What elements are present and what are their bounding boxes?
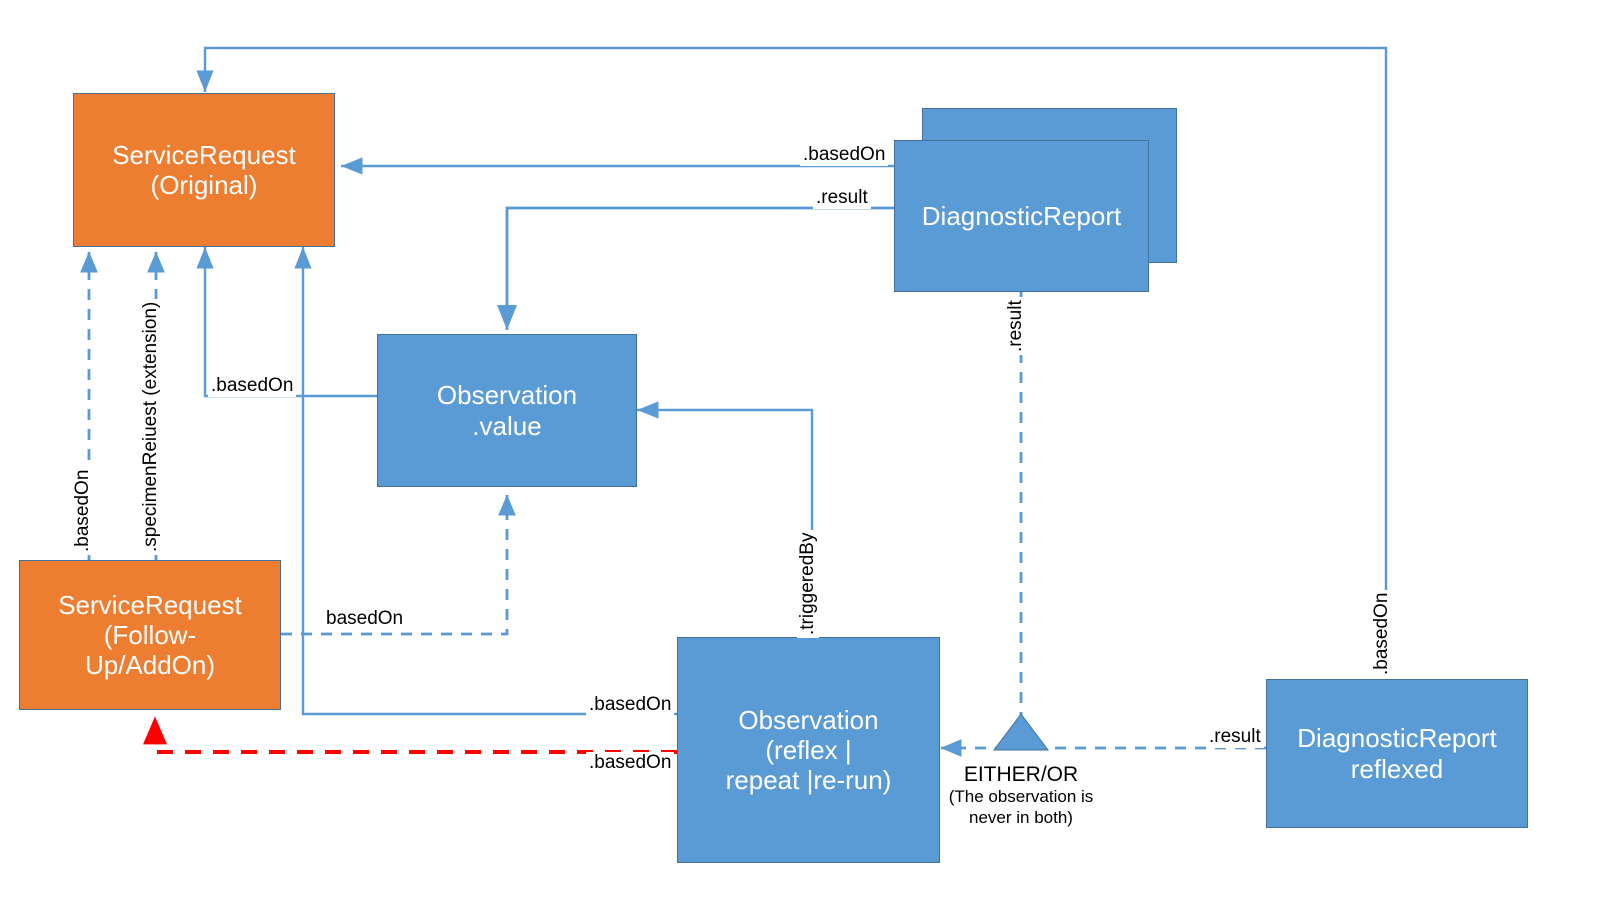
edge-label-sr-basedon-vertical: .basedOn — [72, 466, 94, 555]
edge-label-dr-result-vertical: .result — [1005, 297, 1027, 355]
wire-observation-value-basedon-to-original — [196, 247, 377, 398]
node-observation-value[interactable]: Observation .value — [377, 334, 637, 487]
edge-label-dr-result: .result — [813, 187, 871, 209]
wire-reflex-basedon-to-original — [294, 247, 677, 716]
wire-followup-basedon-to-observation-value — [281, 494, 516, 636]
edge-label-followup-basedon: basedOn — [323, 608, 407, 630]
wire-reflex-basedon-red-dashed — [143, 716, 677, 754]
edge-label-reflexed-result: .result — [1206, 726, 1264, 748]
edge-label-reflexed-basedon-vertical: .basedOn — [1371, 589, 1393, 678]
edge-label-reflex-basedon-red: .basedOn — [586, 752, 675, 774]
node-service-request-followup[interactable]: ServiceRequest (Follow- Up/AddOn) — [19, 560, 281, 710]
wire-dr-result-to-observation-value — [496, 206, 896, 330]
node-service-request-original[interactable]: ServiceRequest (Original) — [73, 93, 335, 247]
edge-label-observation-value-basedon: .basedOn — [208, 375, 297, 397]
either-or-heading: EITHER/OR — [963, 763, 1079, 786]
node-diagnostic-report-reflexed[interactable]: DiagnosticReport reflexed — [1266, 679, 1528, 828]
edge-label-reflex-basedon: .basedOn — [586, 694, 675, 716]
wire-reflex-triggeredby-to-observation-value — [637, 401, 814, 638]
either-or-triangle — [993, 713, 1049, 751]
either-or-line2: never in both) — [969, 807, 1073, 827]
wire-reflexed-basedon-to-original — [196, 46, 1388, 676]
edge-label-sr-specimenrequest-vertical: .specimenReiuest (extension) — [140, 298, 162, 555]
node-diagnostic-report[interactable]: DiagnosticReport — [894, 140, 1149, 292]
either-or-line1: (The observation is — [948, 787, 1094, 807]
edge-label-dr-basedon: .basedOn — [800, 144, 889, 166]
edge-label-triggeredby-vertical: .triggeredBy — [797, 529, 819, 638]
node-observation-reflex[interactable]: Observation (reflex | repeat |re-run) — [677, 637, 940, 863]
either-or-annotation: EITHER/OR (The observation is never in b… — [921, 762, 1121, 828]
